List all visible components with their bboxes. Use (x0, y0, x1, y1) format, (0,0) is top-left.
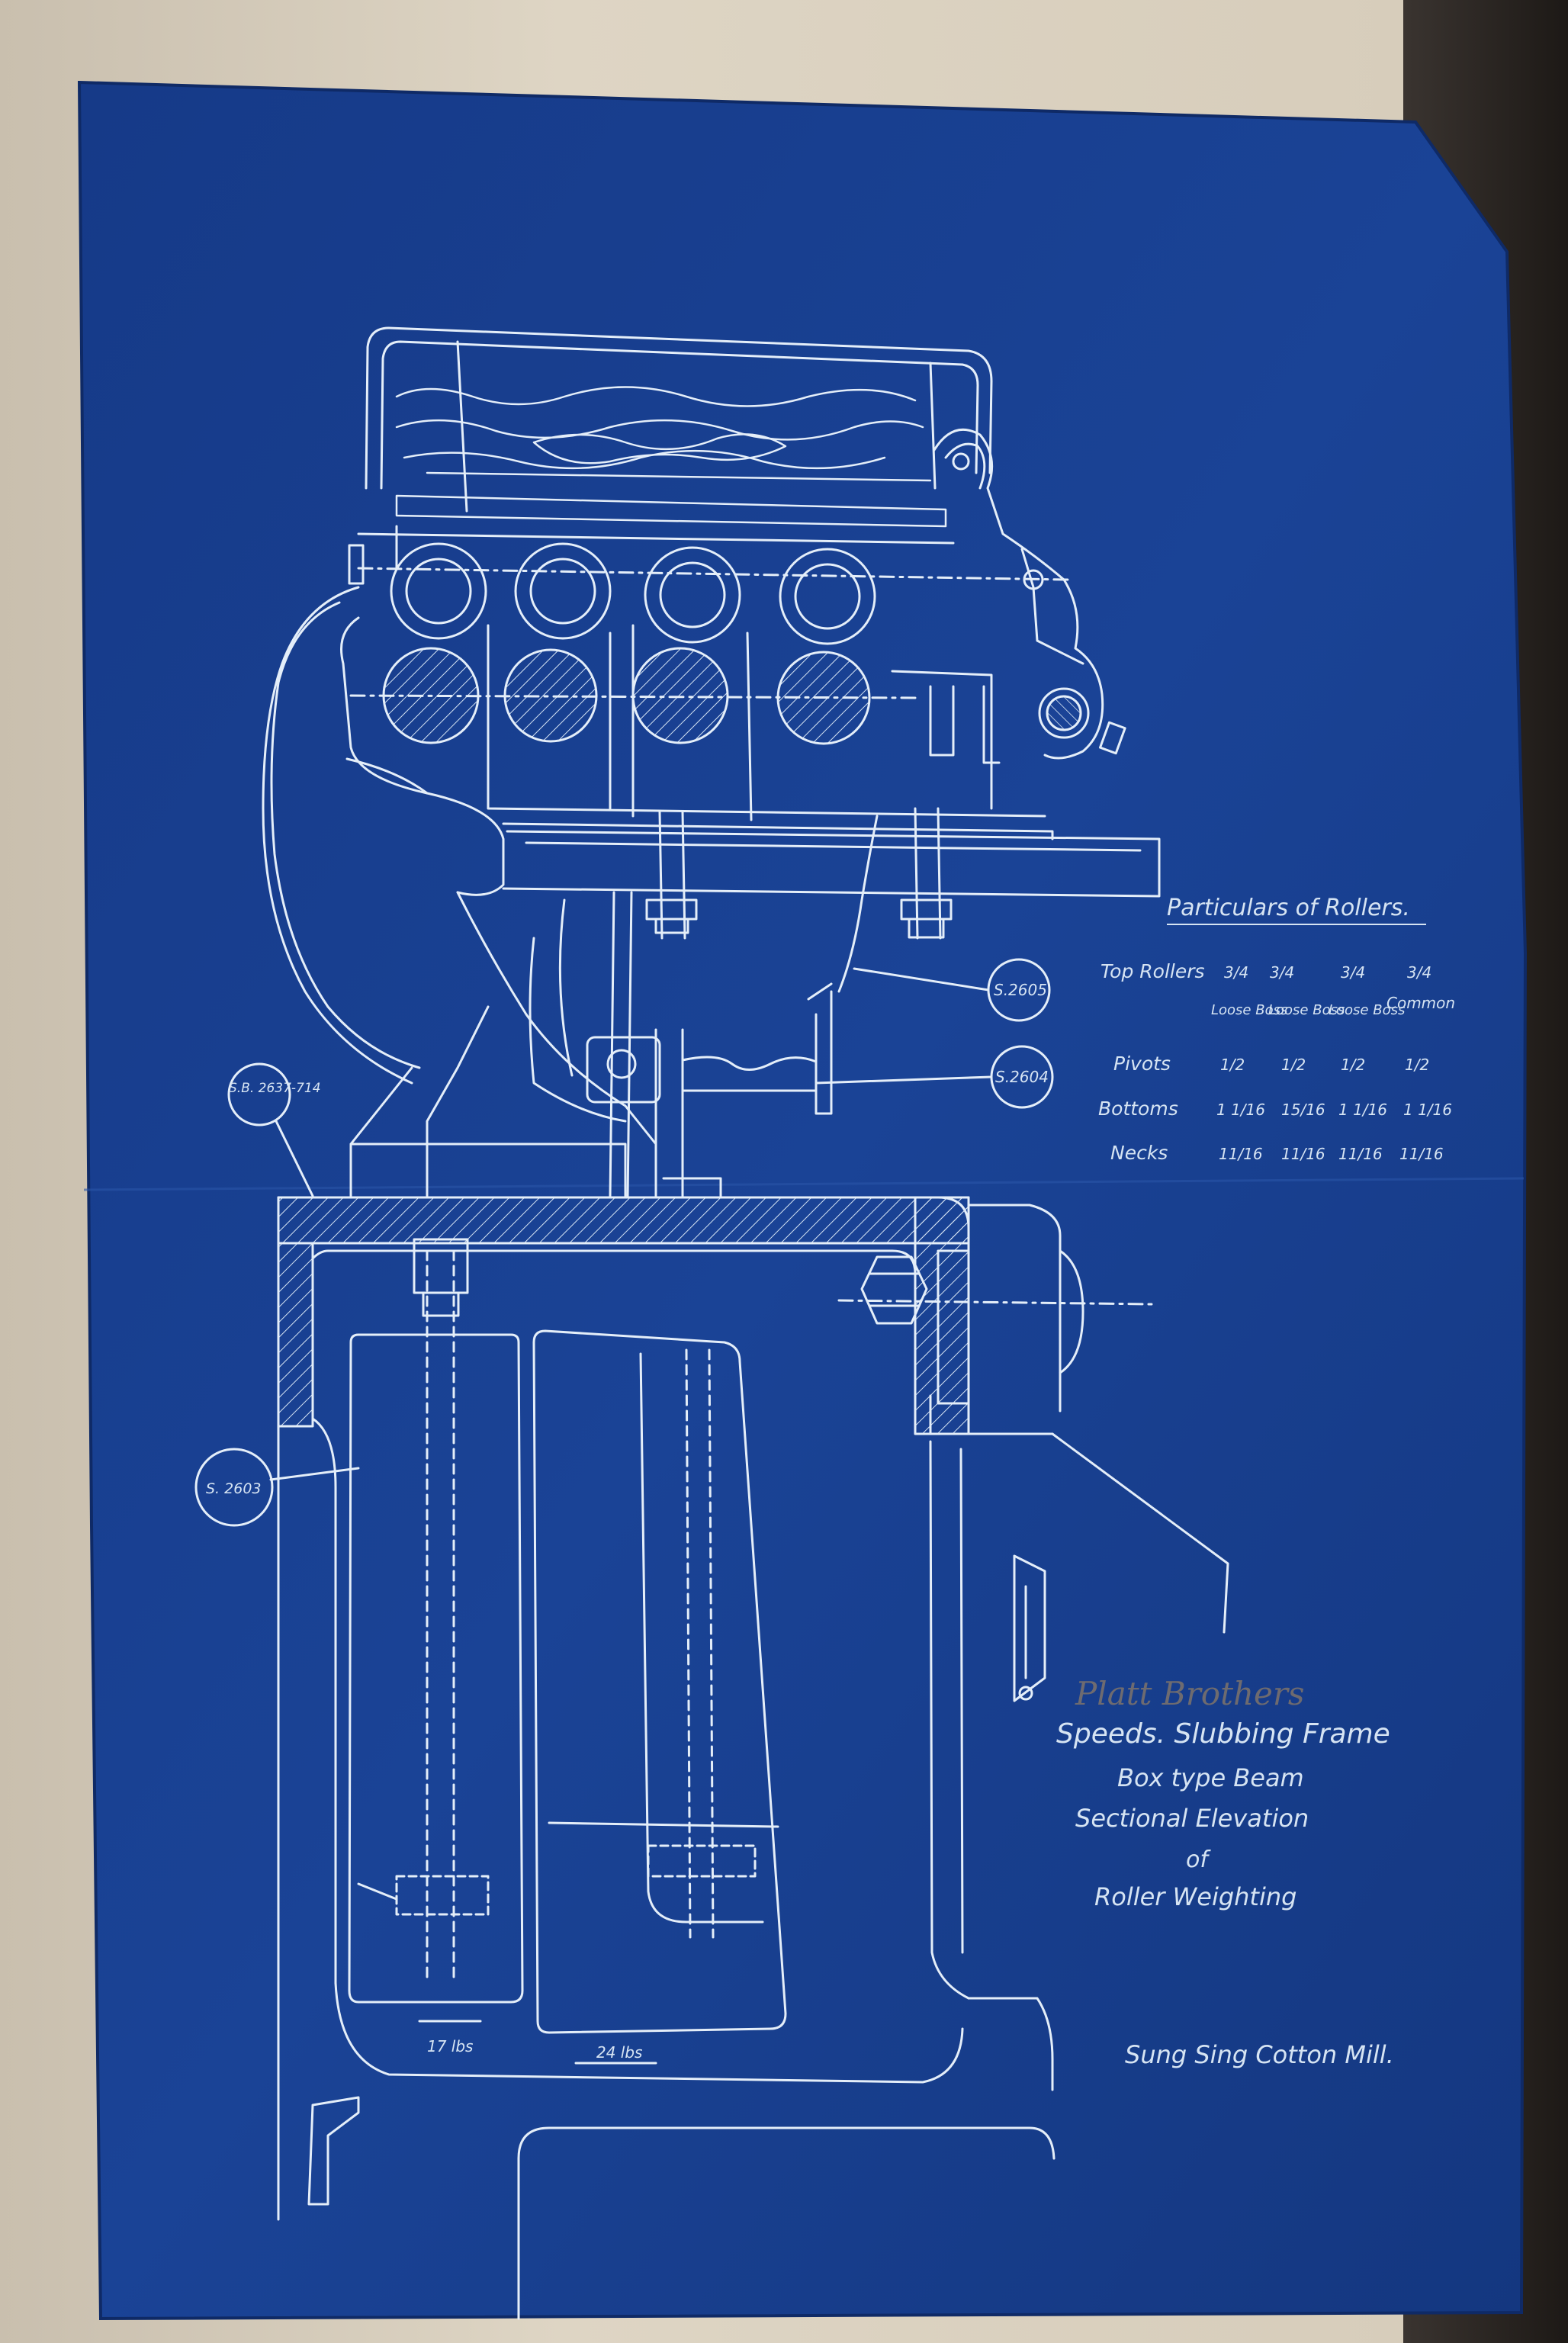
top-roller-2: 3/4 (1270, 963, 1294, 982)
callout-sb: S.B. 2637-714 (229, 1081, 321, 1096)
title-line-5: Roller Weighting (1094, 1882, 1296, 1911)
title-line-4: of (1186, 1846, 1211, 1873)
beam-bolts (645, 807, 953, 993)
pedestal (349, 898, 657, 1197)
bottom-2: 15/16 (1281, 1101, 1325, 1119)
box-beam (277, 1196, 1084, 2221)
title-line-1: Speeds. Slubbing Frame (1056, 1718, 1390, 1750)
pivot-3: 1/2 (1341, 1056, 1365, 1074)
roller-type-2: Loose Boss (1268, 1002, 1345, 1018)
weight-right (532, 1329, 787, 2065)
weight-right-label: 24 lbs (596, 2043, 642, 2062)
roller-stand (340, 616, 1161, 1107)
title-line-3: Sectional Elevation (1075, 1804, 1309, 1833)
particulars-table: Particulars of Rollers. Top Rollers Pivo… (1098, 895, 1455, 1164)
bottom-3: 1 1/16 (1338, 1101, 1387, 1119)
title-block: Platt Brothers Speeds. Slubbing Frame Bo… (1056, 1675, 1394, 2069)
bottom-1: 1 1/16 (1216, 1101, 1265, 1119)
row-label-top-rollers: Top Rollers (1100, 960, 1205, 982)
callout-labels: S.B. 2637-714 S.2605 S.2604 S. 2603 (206, 981, 1049, 1497)
roller-type-3: Loose Boss (1329, 1002, 1405, 1018)
weight-labels: 17 lbs 24 lbs (427, 2037, 642, 2062)
bottom-4: 1 1/16 (1403, 1101, 1452, 1119)
neck-3: 11/16 (1338, 1145, 1383, 1163)
particulars-title: Particulars of Rollers. (1167, 895, 1410, 921)
row-label-bottoms: Bottoms (1098, 1098, 1178, 1120)
pivot-2: 1/2 (1281, 1056, 1306, 1074)
weighting-rod (586, 891, 833, 1199)
stand-arm (262, 586, 421, 1085)
hex-nut (837, 1255, 1153, 1325)
weight-left-label: 17 lbs (427, 2037, 473, 2055)
neck-2: 11/16 (1281, 1145, 1325, 1163)
weight-left (348, 1238, 524, 2023)
frame-side (929, 1394, 1229, 2091)
bottom-frame (307, 1981, 1056, 2320)
pivot-1: 1/2 (1220, 1056, 1245, 1074)
callout-s2605: S.2605 (994, 981, 1047, 999)
roller-type-4: Common (1386, 994, 1455, 1012)
top-roller-3: 3/4 (1341, 963, 1365, 982)
mill-name: Sung Sing Cotton Mill. (1125, 2040, 1394, 2069)
row-label-necks: Necks (1110, 1142, 1168, 1164)
wood-block (395, 386, 947, 528)
top-cover (365, 326, 993, 513)
top-roller-4: 3/4 (1407, 963, 1431, 982)
row-label-pivots: Pivots (1113, 1053, 1171, 1075)
top-roller-1: 3/4 (1224, 963, 1248, 982)
callout-s2603: S. 2603 (206, 1480, 262, 1497)
platt-annotation: Platt Brothers (1075, 1675, 1304, 1712)
bottom-rollers (349, 647, 917, 745)
top-rollers (348, 525, 1069, 645)
pivot-4: 1/2 (1405, 1056, 1429, 1074)
roller-type-1: Loose Boss (1211, 1002, 1287, 1018)
neck-4: 11/16 (1399, 1145, 1444, 1163)
callout-s2604: S.2604 (995, 1068, 1049, 1086)
title-line-2: Box type Beam (1117, 1763, 1304, 1792)
neck-1: 11/16 (1219, 1145, 1263, 1163)
callouts (194, 958, 1054, 1527)
